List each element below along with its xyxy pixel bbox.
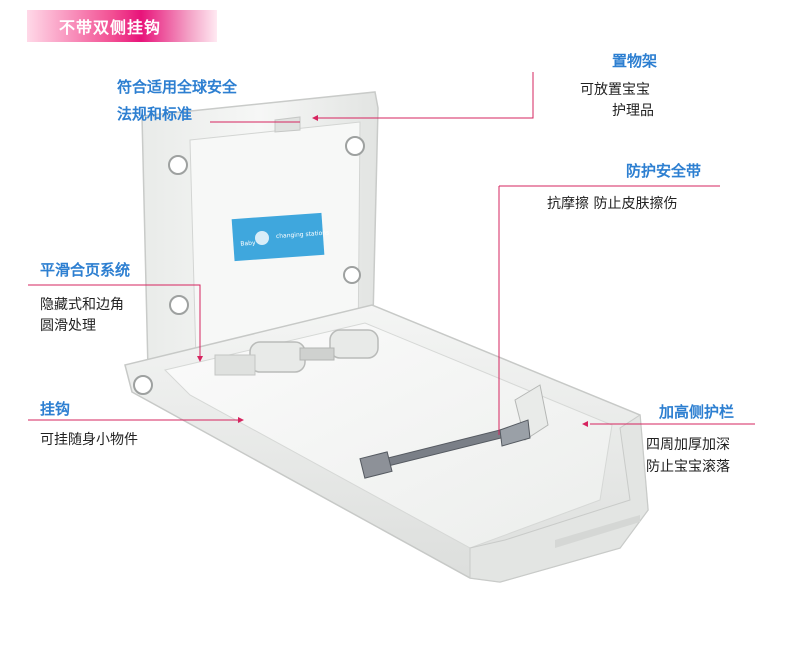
shelf-title: 置物架 — [612, 52, 658, 70]
belt-title: 防护安全带 — [626, 162, 702, 180]
rail-desc-line2: 防止宝宝滚落 — [646, 459, 730, 475]
callout-line-hinge — [28, 284, 201, 358]
callout-lines — [28, 72, 755, 435]
shelf-desc-line1: 可放置宝宝 — [580, 82, 650, 98]
rail-desc-line1: 四周加厚加深 — [646, 437, 730, 453]
callout-dots — [197, 115, 588, 427]
rail-title: 加高侧护栏 — [659, 403, 735, 421]
tray-screw-hole — [133, 375, 153, 395]
belt-desc: 抗摩擦 防止皮肤擦伤 — [547, 196, 678, 212]
hinges — [214, 329, 379, 376]
banner-text: 不带双侧挂钩 — [59, 18, 162, 37]
banner: 不带双侧挂钩 — [27, 10, 217, 42]
safety-belt — [359, 384, 549, 479]
hinge-desc-line2: 圆滑处理 — [40, 318, 96, 334]
baby-icon — [255, 231, 269, 245]
product-sticker: Baby changing stations — [231, 212, 330, 262]
belt-buckle — [359, 451, 393, 479]
sticker-left-text: Baby — [240, 240, 256, 248]
hinge-desc-line1: 隐藏式和边角 — [40, 297, 124, 313]
screw-holes — [168, 136, 365, 315]
shelf-desc-line2: 护理品 — [612, 103, 654, 119]
standard-title-line2: 法规和标准 — [117, 105, 193, 123]
hinge-title: 平滑合页系统 — [40, 261, 131, 279]
hook-desc: 可挂随身小物件 — [40, 432, 138, 448]
standard-title-line1: 符合适用全球安全 — [117, 78, 238, 96]
sticker-right-text: changing stations — [276, 229, 330, 240]
hook-title: 挂钩 — [40, 400, 71, 418]
callout-line-shelf — [315, 72, 534, 119]
changing-tray — [124, 304, 649, 583]
